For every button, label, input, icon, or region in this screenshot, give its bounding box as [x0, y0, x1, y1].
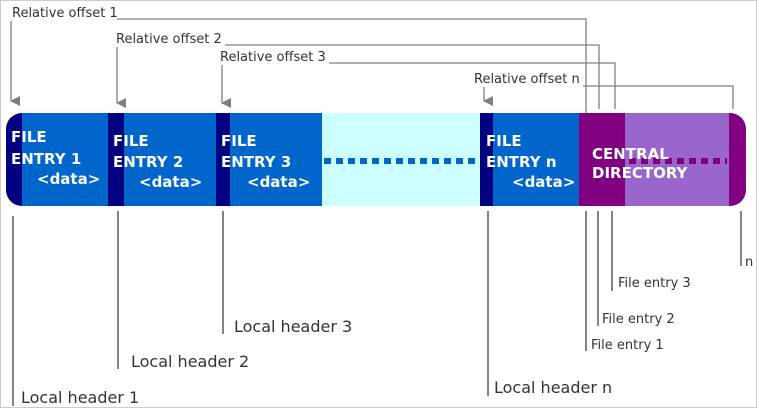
- cd-entry-3-label: File entry 3: [618, 276, 691, 291]
- svg-text:<data>: <data>: [247, 173, 310, 191]
- svg-text:FILE: FILE: [11, 128, 47, 146]
- offset-n-label: Relative offset n: [474, 72, 580, 87]
- file-entry-2: FILE ENTRY 2 <data>: [113, 132, 202, 191]
- svg-text:<data>: <data>: [139, 173, 202, 191]
- offset-1-label: Relative offset 1: [12, 6, 118, 21]
- svg-text:ENTRY 2: ENTRY 2: [113, 153, 183, 171]
- file-entry-1: FILE ENTRY 1 <data>: [11, 128, 100, 188]
- svg-text:FILE: FILE: [486, 132, 522, 150]
- svg-text:DIRECTORY: DIRECTORY: [592, 164, 689, 182]
- svg-text:ENTRY 3: ENTRY 3: [221, 153, 291, 171]
- local-header-n-label: Local header n: [494, 378, 612, 397]
- cd-entry-n-label: n: [745, 255, 753, 270]
- offset-3-label: Relative offset 3: [220, 50, 326, 65]
- svg-text:FILE: FILE: [221, 132, 257, 150]
- cd-entry-1-label: File entry 1: [591, 338, 664, 353]
- local-header-1-label: Local header 1: [21, 388, 139, 407]
- file-entry-n: FILE ENTRY n <data>: [486, 132, 575, 191]
- offset-1-arrow: [10, 18, 587, 113]
- offset-2-label: Relative offset 2: [116, 32, 222, 47]
- svg-text:ENTRY 1: ENTRY 1: [11, 150, 81, 168]
- offset-2-arrow: [116, 44, 600, 109]
- file-entry-3: FILE ENTRY 3 <data>: [221, 132, 310, 191]
- offset-n-arrow: [483, 85, 734, 109]
- local-header-2-label: Local header 2: [131, 352, 249, 371]
- zip-bar: [6, 113, 746, 206]
- svg-text:<data>: <data>: [512, 173, 575, 191]
- svg-text:ENTRY n: ENTRY n: [486, 153, 557, 171]
- svg-text:<data>: <data>: [37, 170, 100, 188]
- cd-entry-2-label: File entry 2: [602, 312, 675, 327]
- svg-text:CENTRAL: CENTRAL: [592, 145, 669, 163]
- local-header-3-label: Local header 3: [234, 317, 352, 336]
- central-directory: CENTRAL DIRECTORY: [592, 145, 689, 182]
- svg-text:FILE: FILE: [113, 132, 149, 150]
